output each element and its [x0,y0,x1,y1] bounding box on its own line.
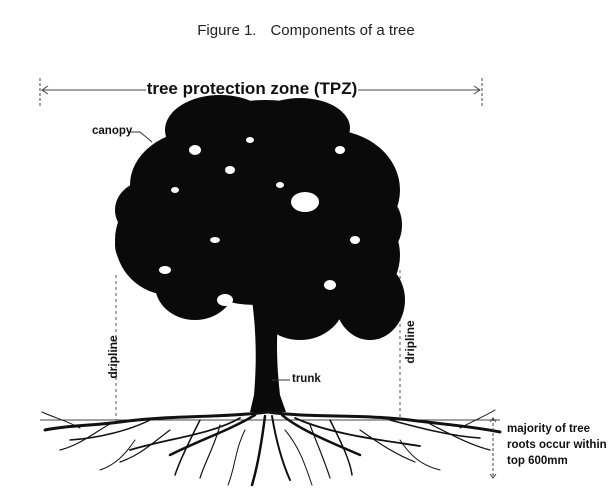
trunk-silhouette [250,300,286,412]
canopy-leader [128,131,153,143]
root-note-line-3: top 600mm [507,455,568,467]
figure-caption: Figure 1. Components of a tree [0,22,612,39]
canopy-label: canopy [92,125,133,137]
figure-number: Figure 1. [197,22,257,39]
tpz-label: tree protection zone (TPZ) [146,79,358,98]
dripline-left-label: dripline [106,335,120,379]
root-note-line-1: majority of tree [507,423,591,435]
canopy-gaps [159,137,360,306]
tpz-dimension-line [39,78,483,108]
root-depth-marker [489,417,497,479]
dripline-right-label: dripline [403,320,417,364]
root-system [41,409,502,487]
figure-title: Components of a tree [270,22,415,39]
root-note-line-2: roots occur within [507,439,607,451]
trunk-label: trunk [292,373,321,385]
root-depth-note: majority of tree roots occur within top … [507,421,611,469]
